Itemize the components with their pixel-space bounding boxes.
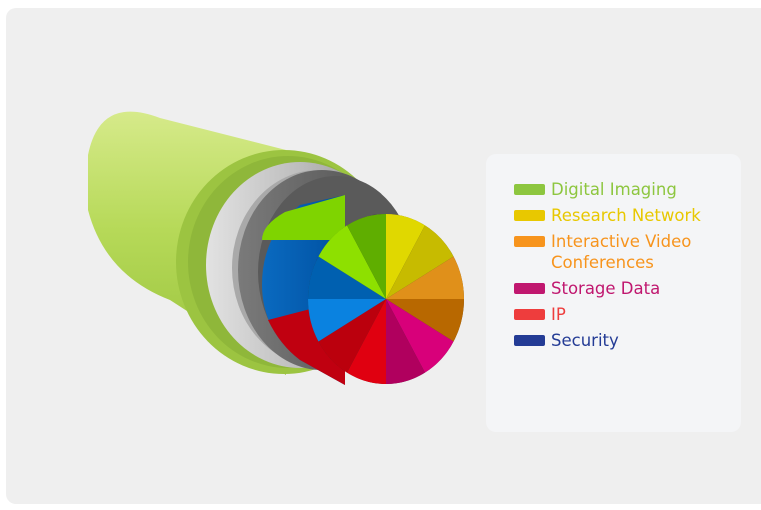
core-face-pie <box>308 214 464 384</box>
core-slice-interactive-video-conferences-shade <box>386 299 464 342</box>
legend-item-interactive-video-conferences: Interactive Video Conferences <box>514 231 729 273</box>
legend-item-ip: IP <box>514 304 729 325</box>
core-slice-ip-shade <box>318 299 386 373</box>
core-slice-digital-imaging <box>318 225 386 299</box>
core-slice-security-shade <box>308 256 386 299</box>
legend-label: Security <box>551 331 619 350</box>
legend-swatch <box>514 283 545 294</box>
legend-label: Storage Data <box>551 279 661 298</box>
legend-label: Interactive Video Conferences <box>551 232 692 272</box>
legend-item-digital-imaging: Digital Imaging <box>514 179 729 200</box>
legend-swatch <box>514 309 545 320</box>
legend-swatch <box>514 184 545 195</box>
legend-item-storage-data: Storage Data <box>514 278 729 299</box>
legend-swatch <box>514 236 545 247</box>
core-slice-research-network-shade <box>386 225 454 299</box>
core-slice-interactive-video-conferences <box>386 256 464 299</box>
core-slice-ip <box>347 299 386 384</box>
legend-swatch <box>514 210 545 221</box>
legend: Digital Imaging Research Network Interac… <box>486 154 741 432</box>
legend-label: IP <box>551 305 566 324</box>
core-slice-security <box>308 299 386 342</box>
legend-list: Digital Imaging Research Network Interac… <box>514 179 729 356</box>
legend-swatch <box>514 335 545 346</box>
legend-item-security: Security <box>514 330 729 351</box>
legend-label: Research Network <box>551 206 701 225</box>
legend-item-research-network: Research Network <box>514 205 729 226</box>
core-slice-storage-data <box>386 299 454 373</box>
core-slice-digital-imaging-shade <box>347 214 386 299</box>
legend-label: Digital Imaging <box>551 180 677 199</box>
core-slice-research-network <box>386 214 425 299</box>
core-slice-storage-data-shade <box>386 299 425 384</box>
